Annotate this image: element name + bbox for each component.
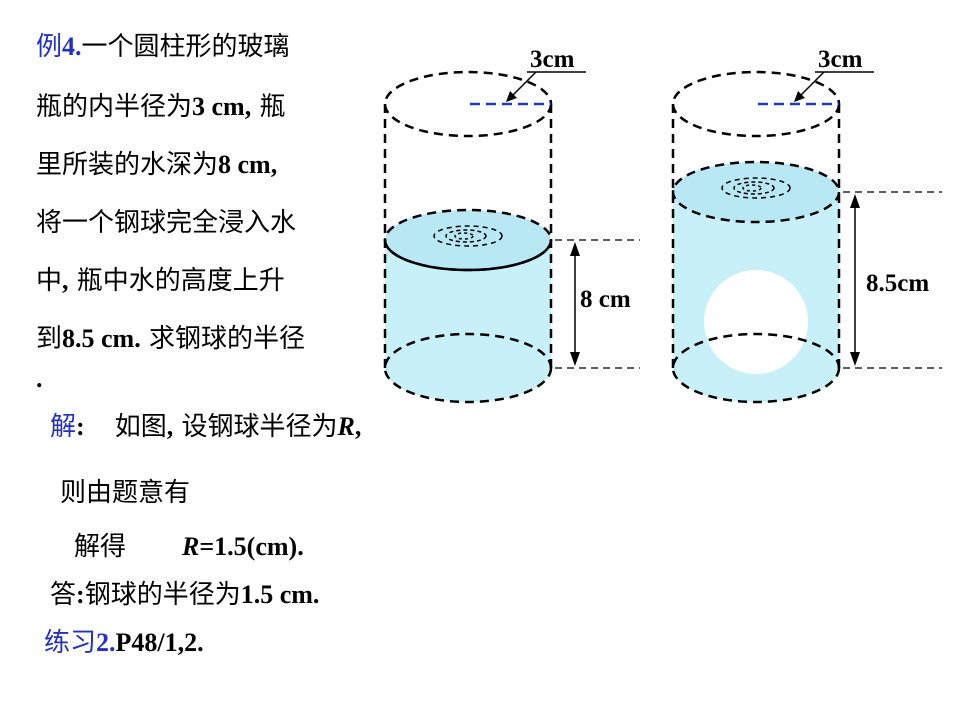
right-depth-label: 8.5cm	[866, 270, 929, 297]
problem-line-3: 里所装的水深为8 cm,	[36, 150, 278, 180]
problem-line-7: .	[36, 364, 43, 393]
right-cylinder	[671, 70, 942, 404]
problem-line-6: 到8.5 cm. 求钢球的半径	[36, 324, 305, 354]
left-cylinder	[383, 70, 640, 404]
answer-line: 答:钢球的半径为1.5 cm.	[50, 580, 320, 610]
solution-line-2: 则由题意有	[60, 478, 191, 508]
problem-line-4: 将一个钢球完全浸入水	[36, 208, 297, 238]
example-label: 例	[36, 32, 63, 62]
problem-line-1: 例4.一个圆柱形的玻璃	[36, 32, 290, 62]
practice-line: 练习2.P48/1,2.	[44, 628, 204, 658]
solution-line-1: 解:如图, 设钢球半径为R,	[50, 412, 362, 442]
right-radius-label: 3cm	[818, 46, 863, 73]
problem-line-2: 瓶的内半径为3 cm, 瓶	[36, 92, 286, 122]
solution-label: 解	[50, 412, 77, 442]
steel-ball	[704, 270, 808, 374]
cylinder-figure: 3cm 8 cm 3cm 8.5cm	[383, 46, 942, 404]
example-number: 4.	[62, 32, 82, 61]
problem-line-5: 中, 瓶中水的高度上升	[36, 266, 285, 296]
left-radius-label: 3cm	[530, 46, 575, 73]
left-depth-label: 8 cm	[580, 286, 631, 313]
practice-label: 练习	[44, 628, 97, 658]
